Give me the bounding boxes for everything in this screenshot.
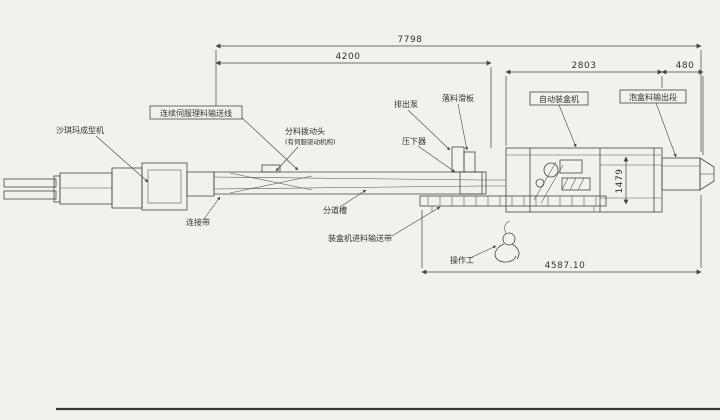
- label-box-cartoner: [529, 91, 589, 106]
- label-drop-slide: 落料滑板: [442, 93, 474, 103]
- dim-overall-length: 7798: [398, 35, 423, 45]
- leader-lines: [95, 102, 677, 259]
- label-divider-head-note: (有伺服驱动机构): [285, 137, 336, 146]
- label-box-servo-conveyor: [149, 105, 243, 120]
- part-labels: 沙琪玛成型机 连续伺服理料输送线 分料拨动头 (有伺服驱动机构) 排出泵 落料滑…: [56, 89, 687, 265]
- label-servo-conveyor: 连续伺服理料输送线: [160, 108, 232, 118]
- dim-output-length: 480: [676, 61, 695, 71]
- output-section-outline: [661, 157, 715, 191]
- servo-conveyor-outline: [213, 164, 483, 195]
- label-box-output-section: [619, 89, 687, 104]
- dim-conveyor-length: 4200: [336, 52, 361, 62]
- label-operator: 操作工: [450, 255, 474, 265]
- forming-machine-outline: [3, 162, 215, 211]
- label-output-section: 泡盒料输出段: [629, 92, 677, 102]
- label-cartoner: 自动装盒机: [539, 94, 579, 104]
- operator-figure: [494, 220, 520, 263]
- infeed-belt-outline: [419, 195, 607, 212]
- dim-machine-height: 1479: [615, 169, 625, 194]
- dim-floor-length: 4587.10: [545, 261, 586, 271]
- label-connecting-belt: 连接带: [186, 217, 210, 227]
- dim-cartoner-length: 2803: [572, 61, 597, 71]
- label-discharge-pump: 排出泵: [394, 99, 418, 109]
- label-forming-machine: 沙琪玛成型机: [56, 125, 104, 135]
- label-divider-head: 分料拨动头: [285, 126, 325, 136]
- drop-chute-assembly-outline: [451, 146, 506, 195]
- label-press-unit: 压下器: [402, 137, 426, 146]
- label-infeed-belt: 装盒机进料输送带: [328, 233, 392, 243]
- dimension-lines: 7798 4200 2803 480 1479 4587.10: [215, 35, 704, 275]
- label-dividing-channel: 分道槽: [323, 205, 347, 215]
